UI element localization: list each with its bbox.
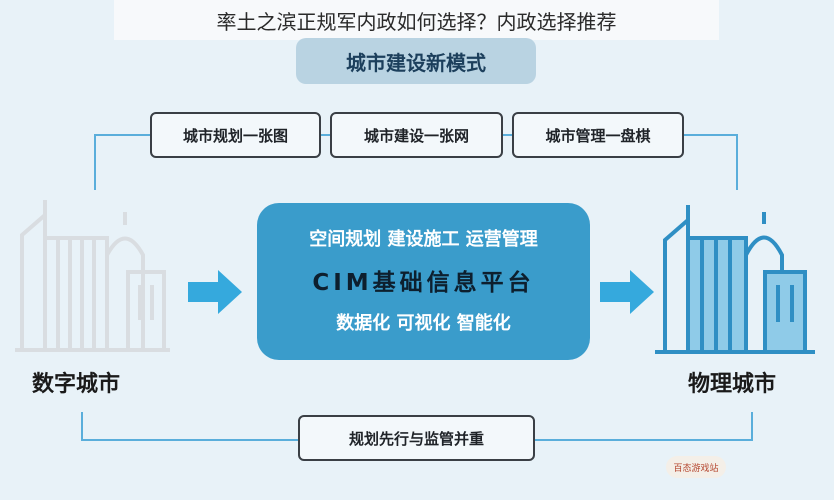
- page-title: 率土之滨正规军内政如何选择？内政选择推荐: [114, 0, 719, 40]
- watermark-logo: 百态游戏站: [666, 456, 726, 478]
- box-city-construction: 城市建设一张网: [330, 112, 503, 158]
- cim-features: 数据化 可视化 智能化: [257, 311, 590, 337]
- physical-city-label: 物理城市: [688, 366, 776, 398]
- box-city-management: 城市管理一盘棋: [512, 112, 684, 158]
- cim-functions: 空间规划 建设施工 运营管理: [257, 227, 590, 253]
- cim-platform-box: 空间规划 建设施工 运营管理 CIM基础信息平台 数据化 可视化 智能化: [257, 203, 590, 360]
- box-city-planning: 城市规划一张图: [150, 112, 321, 158]
- digital-city-label: 数字城市: [32, 366, 120, 398]
- box-planning-supervision: 规划先行与监管并重: [298, 415, 535, 461]
- cim-platform-title: CIM基础信息平台: [257, 261, 590, 305]
- diagram-banner: 城市建设新模式: [296, 38, 536, 84]
